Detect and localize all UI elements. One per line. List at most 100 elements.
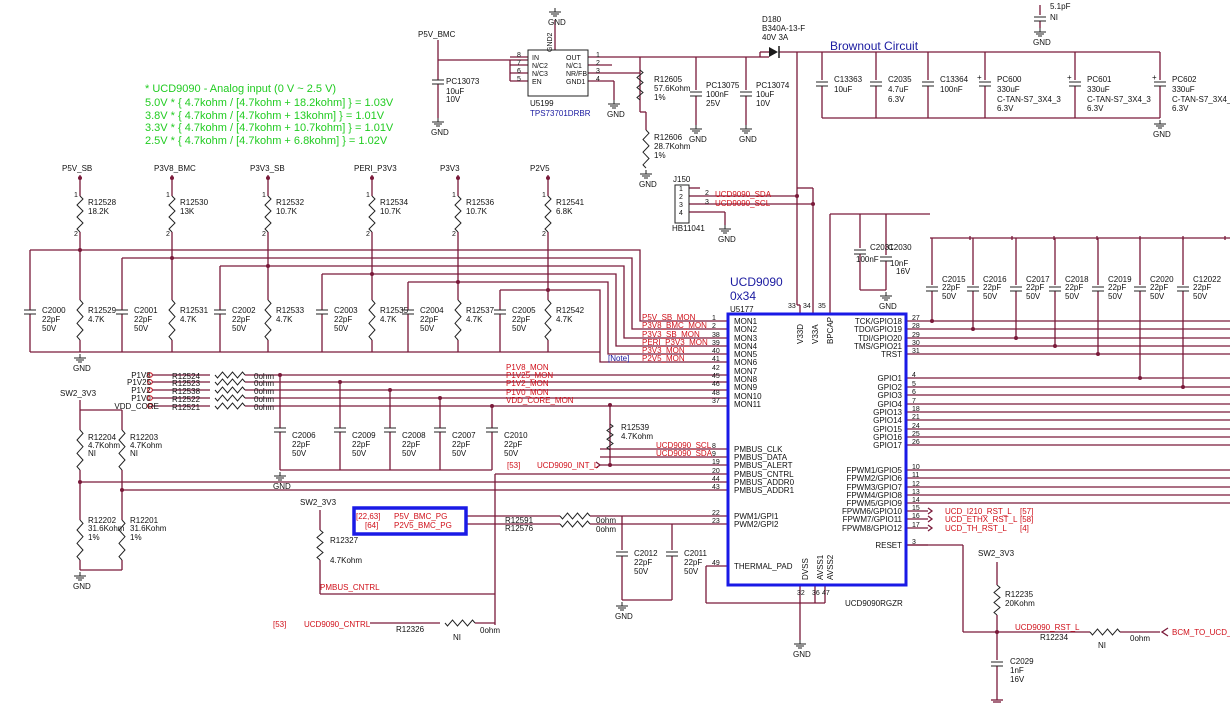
chip-pin-name-right-11: GPIO15	[873, 425, 902, 434]
brownout-title: Brownout Circuit	[830, 39, 919, 53]
c2030-val: 10nF	[890, 259, 908, 268]
ldo-pin-left-3: EN	[532, 79, 542, 86]
diode-d180[interactable]: D180 B340A-13-F 40V 3A	[762, 15, 805, 58]
pg-net-1: P5V_BMC_PG	[394, 512, 447, 521]
filter-cap-volt-5: 50V	[512, 324, 527, 333]
r12204	[76, 429, 84, 471]
analog-note-title: * UCD9090 - Analog input (0 V ~ 2.5 V)	[145, 83, 336, 95]
j150-scl-net: UCD9090_SCL	[715, 199, 771, 208]
reset-net: UCD9090_RST_L	[1015, 623, 1080, 632]
chip-pin-name-left-4: MON5	[734, 350, 758, 359]
ldo-pin-right-2: NR/FB	[566, 71, 587, 78]
divider-top-resistor	[544, 195, 552, 233]
pmbus-sda-net: UCD9090_SDA	[656, 449, 713, 458]
divider-top-val-3: 10.7K	[380, 207, 402, 216]
chip-pin-num-left-1: 2	[712, 323, 716, 330]
ldo-refdes: U5199	[530, 99, 554, 108]
brownout-cap-val-1: 4.7uF	[888, 85, 909, 94]
filter-cap	[316, 309, 328, 315]
small-filter-val-0: 22pF	[292, 440, 310, 449]
rail-tap	[78, 176, 82, 180]
r12606	[642, 129, 650, 169]
brownout-cap-val-3: 330uF	[997, 85, 1020, 94]
wire	[458, 281, 728, 355]
chip-pin-num-right-1: 28	[912, 323, 920, 330]
j150-header[interactable]: J150 HB11041 UCD9090_SDA UCD9090_SCL	[672, 175, 772, 233]
chip-pin-num-left-17: 22	[712, 510, 720, 517]
pin-1: 1	[542, 192, 546, 199]
gpio-cap-val-2: 22pF	[1026, 283, 1044, 292]
filter-cap-val-1: 22pF	[134, 315, 152, 324]
pc13075-ref: PC13075	[706, 81, 740, 90]
series-resistor	[214, 371, 246, 379]
smallrail-ohm-3: 0ohm	[254, 395, 274, 404]
small-filter-val-4: 22pF	[504, 440, 522, 449]
chip-pin-num-right-4: 31	[912, 348, 920, 355]
divider-bottom-resistor	[168, 299, 176, 341]
analog-note-line-3: 3.3V * { 4.7kohm / [4.7kohm + 10.7kohm] …	[145, 122, 394, 134]
ldo-pin-right-1: N/C1	[566, 63, 582, 70]
series-resistor	[214, 394, 246, 402]
rail-net-5: P2V5	[530, 164, 550, 173]
filter-cap-val-4: 22pF	[420, 315, 438, 324]
sw2-net: SW2_3V3	[60, 389, 97, 398]
polarity-plus: +	[1067, 73, 1072, 82]
r12204-ref: R12204	[88, 433, 117, 442]
gpio-cap-volt-4: 50V	[1108, 292, 1123, 301]
chip-pin-name-bottom-1: AVSS1	[816, 554, 825, 580]
pin-1: 1	[366, 192, 370, 199]
rail-tap	[546, 176, 550, 180]
filter-cap-ref-1: C2001	[134, 306, 158, 315]
divider-bottom-val-3: 4.7K	[380, 315, 397, 324]
ldo-pin-right-0: OUT	[566, 55, 582, 62]
r12539-ref: R12539	[621, 423, 650, 432]
divider-top-resistor	[168, 195, 176, 233]
ucd9090-chip[interactable]: UCD9090 0x34 U5177 UCD9090RGZR MON11MON2…	[712, 275, 920, 608]
pc13073-ref: PC13073	[446, 77, 480, 86]
chip-pin-num-left-12: 9	[712, 451, 716, 458]
pin-2: 2	[542, 231, 546, 238]
brownout-cap-ref-2: C13364	[940, 75, 969, 84]
ground-label: GND	[615, 612, 633, 621]
chip-pin-name-left-11: PMBUS_CLK	[734, 445, 783, 454]
gpio-cap	[1177, 286, 1189, 292]
ground-label: GND	[879, 302, 897, 311]
divider-top-ref-2: R12532	[276, 198, 305, 207]
pc13073	[432, 79, 444, 85]
chip-pin-num-left-15: 44	[712, 476, 720, 483]
chip-pin-num-right-0: 27	[912, 315, 920, 322]
chip-pin-num-right-22: 3	[912, 539, 916, 546]
filter-cap-val-0: 22pF	[42, 315, 60, 324]
small-filter-volt-0: 50V	[292, 449, 307, 458]
ldo-regulator[interactable]: U5199 TPS73701DRBR GND2 IN8N/C27N/C36EN5…	[517, 32, 600, 118]
chip-pin-num-right-6: 5	[912, 381, 916, 388]
chip-pin-name-left-1: MON2	[734, 325, 758, 334]
port-arrow	[927, 515, 934, 523]
divider-bottom-ref-0: R12529	[88, 306, 117, 315]
divider-bottom-resistor	[454, 299, 462, 341]
mon-net-7: P1V25_MON	[506, 371, 553, 380]
c2012-val: 22pF	[634, 558, 652, 567]
r12202-tol: 1%	[88, 533, 100, 542]
junction-dot	[438, 396, 442, 400]
brownout-cap-val-2: 100nF	[940, 85, 963, 94]
chip-pin-name-right-21: FPWM8/GPIO12	[842, 524, 903, 533]
chip-pin-name-left-3: MON4	[734, 342, 758, 351]
rail-tap	[456, 176, 460, 180]
c2011-ref: C2011	[684, 549, 708, 558]
divider-bottom-val-2: 4.7K	[276, 315, 293, 324]
mon-net-0: P5V_SB_MON	[642, 313, 696, 322]
chip-pin-num-right-16: 12	[912, 481, 920, 488]
gpio-cap-val-4: 22pF	[1108, 283, 1126, 292]
divider-bottom-resistor	[264, 299, 272, 341]
small-filter-val-3: 22pF	[452, 440, 470, 449]
small-filter-volt-1: 50V	[352, 449, 367, 458]
chip-refdes: U5177	[730, 305, 754, 314]
chip-pin-name-right-7: GPIO3	[878, 391, 903, 400]
pg-highlight-box[interactable]	[352, 506, 468, 536]
brownout-cap	[1154, 81, 1166, 87]
chip-pin-name-left-6: MON7	[734, 367, 758, 376]
divider-top-val-5: 6.8K	[556, 207, 573, 216]
j150-pin-3: 4	[679, 210, 683, 217]
filter-cap-volt-0: 50V	[42, 324, 57, 333]
